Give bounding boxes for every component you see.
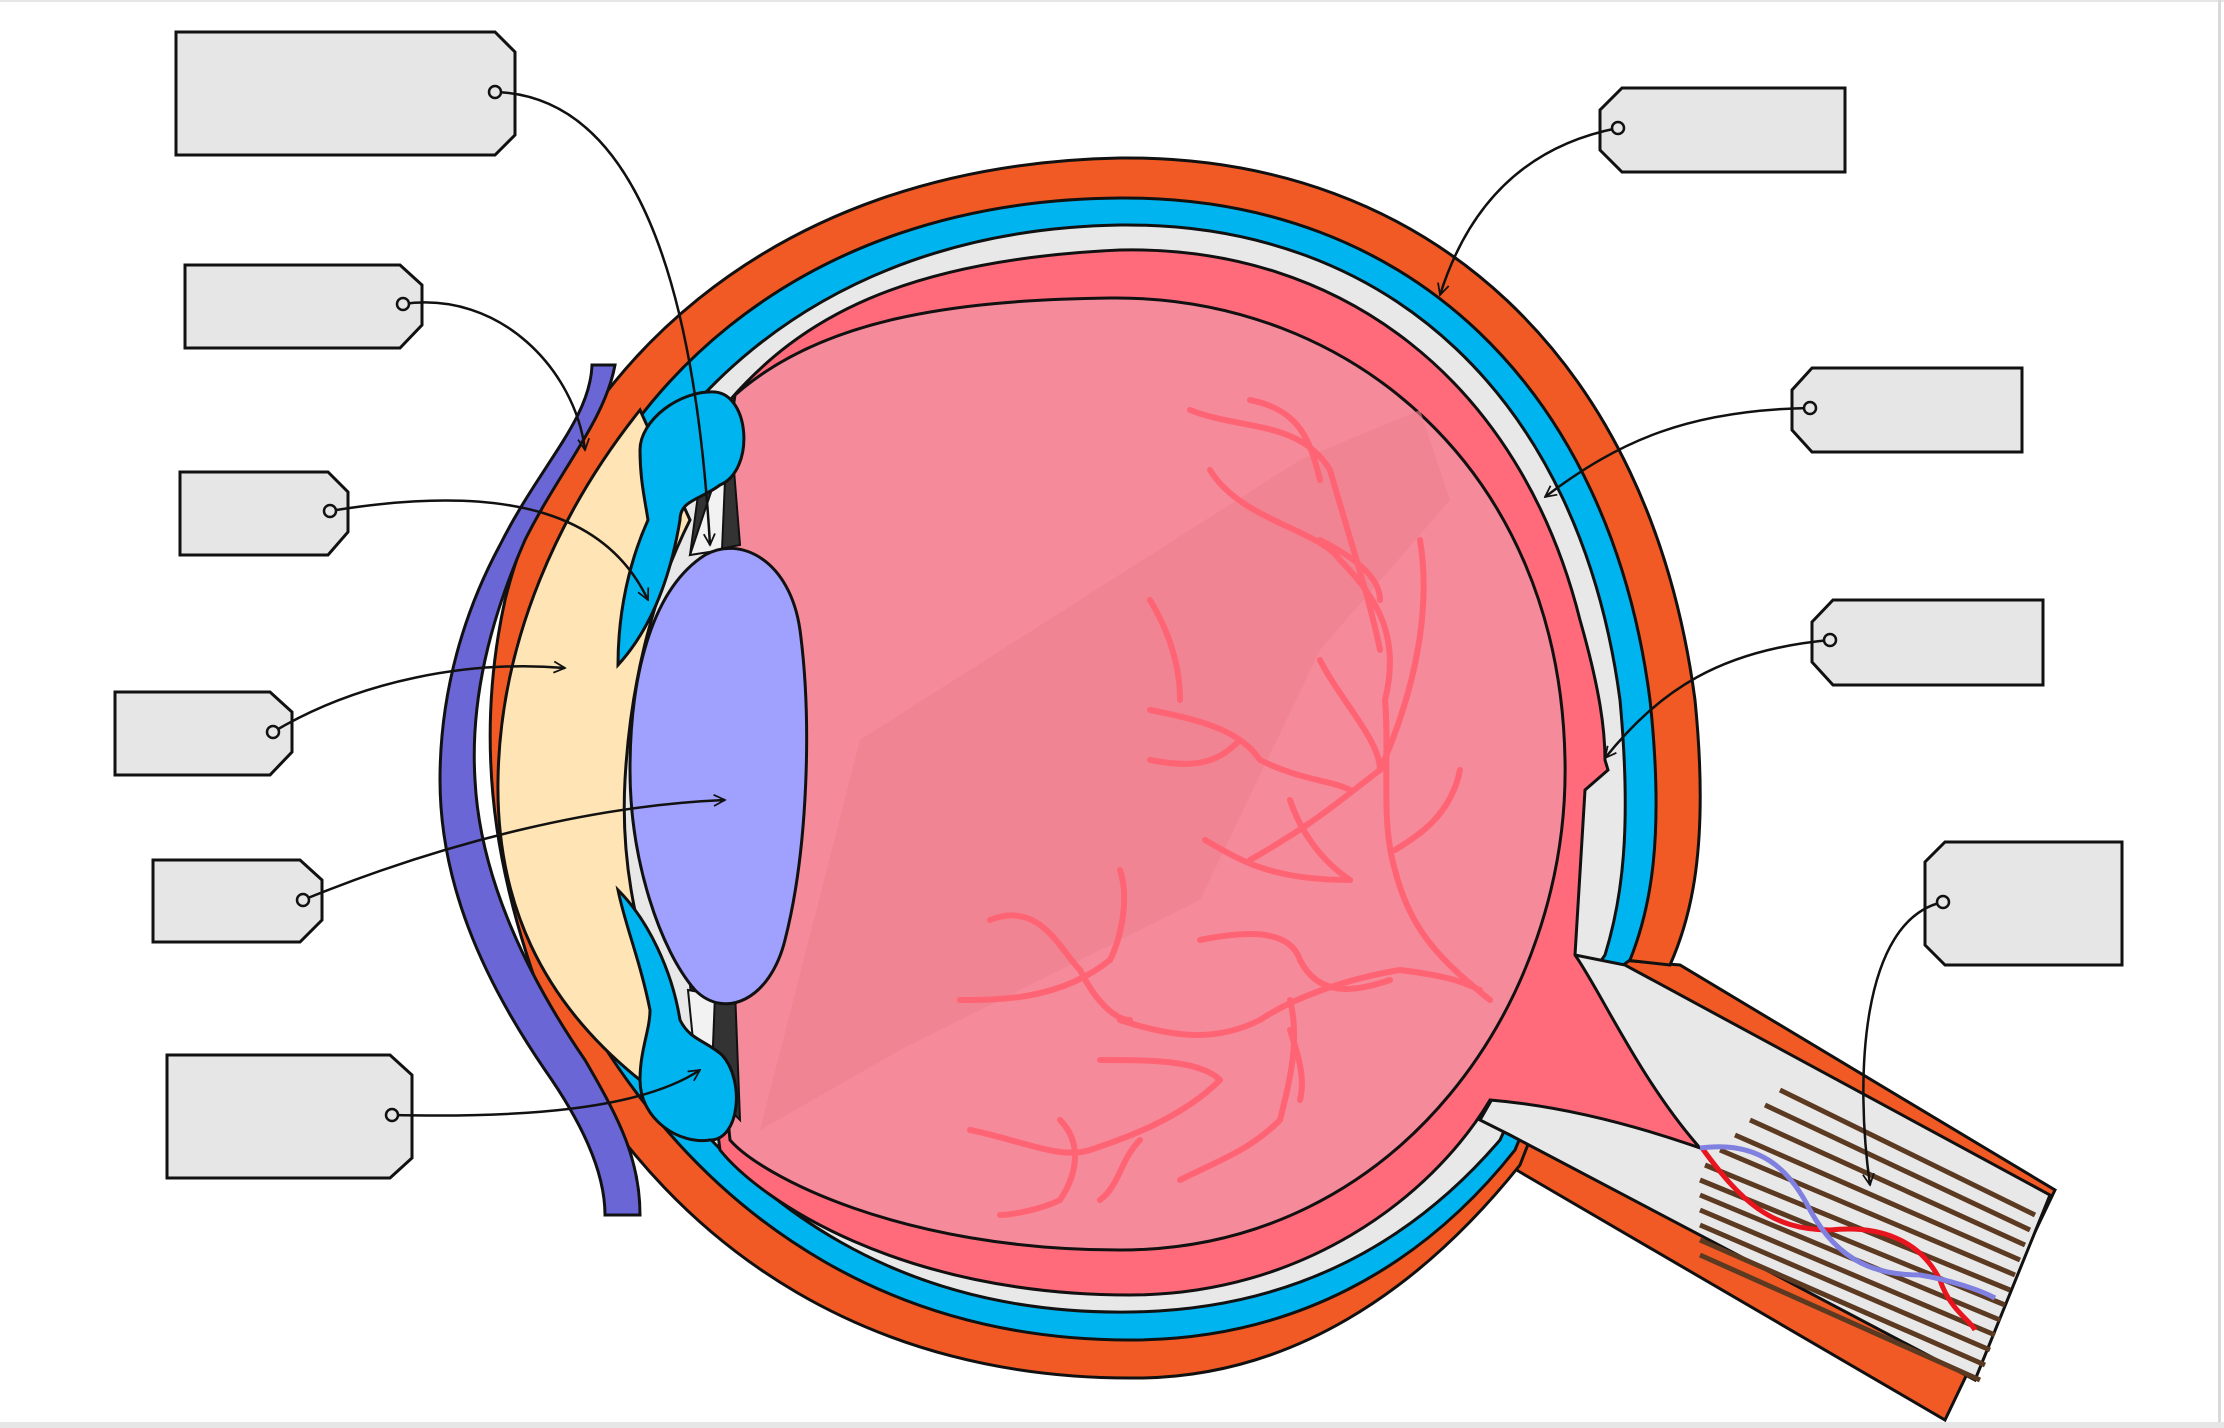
- label-box-left-6[interactable]: [165, 1053, 414, 1180]
- leader-right-4: [1862, 900, 1944, 1185]
- leader-dot-right-3: [1822, 632, 1838, 648]
- leader-lines: [272, 90, 1944, 1185]
- label-box-right-4[interactable]: [1923, 840, 2124, 967]
- label-box-right-3[interactable]: [1810, 598, 2045, 687]
- label-boxes: [113, 30, 2124, 1180]
- leader-dot-left-3: [322, 503, 338, 519]
- ciliary-body-top: [616, 390, 746, 669]
- leader-dot-left-5: [295, 892, 311, 908]
- frame-top: [0, 0, 2224, 2]
- frame-right: [2218, 0, 2221, 1428]
- leader-dot-top-left-1: [487, 84, 503, 100]
- label-box-top-left-1[interactable]: [174, 30, 517, 157]
- leader-left-6: [391, 1070, 700, 1117]
- label-box-left-2[interactable]: [183, 263, 424, 350]
- leader-right-2: [1545, 406, 1811, 497]
- label-box-right-2[interactable]: [1790, 366, 2024, 454]
- central-artery: [1699, 1146, 1978, 1332]
- leader-dot-left-2: [395, 296, 411, 312]
- leader-dot-right-1: [1610, 120, 1626, 136]
- lens: [628, 546, 809, 1006]
- leader-left-2: [402, 301, 585, 450]
- leader-dot-left-4: [265, 724, 281, 740]
- cornea: [438, 363, 642, 1217]
- vitreous-shade: [760, 410, 1450, 1130]
- label-box-left-3[interactable]: [178, 470, 350, 557]
- leader-left-4: [272, 666, 565, 734]
- label-box-right-1[interactable]: [1598, 86, 1847, 174]
- leader-dot-right-2: [1802, 400, 1818, 416]
- label-box-left-5[interactable]: [151, 858, 324, 944]
- label-box-left-4[interactable]: [113, 690, 294, 777]
- central-vein: [1699, 1144, 1997, 1301]
- leader-top-left-1: [494, 90, 710, 545]
- ciliary-body-bottom: [615, 885, 738, 1143]
- leader-origins: [265, 84, 1951, 1123]
- frame-bottom: [0, 1422, 2224, 1428]
- nerve-fibers: [1698, 1087, 2037, 1383]
- leader-dot-right-4: [1935, 894, 1951, 910]
- leader-left-3: [329, 499, 650, 600]
- leader-right-3: [1605, 638, 1831, 758]
- leader-dot-left-6: [384, 1107, 400, 1123]
- retinal-vessels: [957, 397, 1493, 1218]
- leader-left-5: [302, 800, 725, 902]
- leader-right-1: [1440, 126, 1619, 295]
